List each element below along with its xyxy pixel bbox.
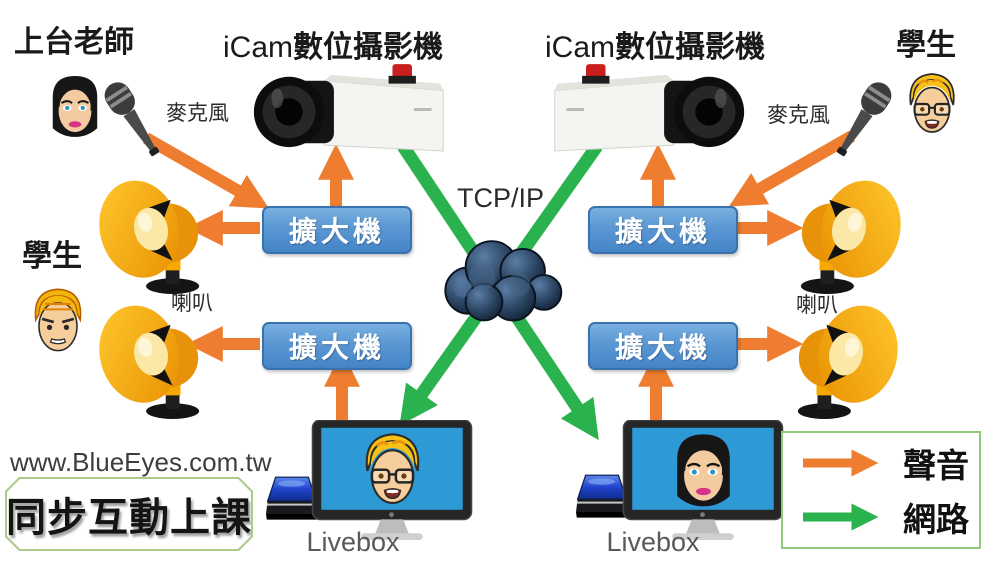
speaker-left-bottom-icon <box>98 303 206 421</box>
livebox-monitor-left-icon <box>306 420 478 542</box>
mic-label-left: 麥克風 <box>166 102 229 125</box>
livebox-label-left: Livebox <box>306 527 400 557</box>
camera-title-left: iCam數位攝影機 <box>223 22 443 66</box>
amplifier-right-bottom: 擴大機 <box>588 322 738 370</box>
audio-arrow-mic-to-amp-left <box>143 132 270 209</box>
legend-sound-label: 聲音 <box>903 447 969 484</box>
livebox-monitor-right-icon <box>617 420 789 542</box>
teacher-avatar <box>46 72 104 140</box>
teacher-title: 上台老師 <box>14 26 134 59</box>
amplifier-left-bottom: 擴大機 <box>262 322 412 370</box>
livebox-label-right: Livebox <box>606 527 700 557</box>
legend-network-arrow-icon <box>803 503 879 531</box>
speaker-right-bottom-icon <box>791 303 899 421</box>
speaker-left-top-icon <box>98 178 206 296</box>
legend-sound-row: 聲音 <box>797 439 979 487</box>
slogan-box: 同步互動上課 <box>5 477 253 551</box>
legend-network-row: 網路 <box>797 493 979 541</box>
legend-box: 聲音 網路 <box>781 431 981 549</box>
icam-camera-right-icon <box>545 60 750 160</box>
speaker-label-left: 喇叭 <box>171 292 213 315</box>
student-title-left: 學生 <box>22 240 82 273</box>
amplifier-label: 擴大機 <box>614 216 711 247</box>
tcpip-label: TCP/IP <box>457 183 545 213</box>
camera-title-left-suffix: 數位攝影機 <box>293 31 444 64</box>
camera-title-right: iCam數位攝影機 <box>545 22 765 66</box>
cloud-icon <box>426 220 571 332</box>
camera-title-left-prefix: iCam <box>223 31 294 64</box>
legend-sound-arrow-icon <box>803 449 879 477</box>
audio-arrow-mic-to-amp-right <box>728 130 855 207</box>
camera-title-right-prefix: iCam <box>545 31 616 64</box>
amplifier-label: 擴大機 <box>614 332 711 363</box>
icam-camera-left-icon <box>248 60 453 160</box>
student-right-avatar <box>903 70 961 138</box>
legend-network-label: 網路 <box>903 501 969 538</box>
slogan-text: 同步互動上課 <box>6 495 252 540</box>
speaker-label-right: 喇叭 <box>796 294 838 317</box>
camera-title-right-suffix: 數位攝影機 <box>615 31 766 64</box>
mic-label-right: 麥克風 <box>767 104 830 127</box>
amplifier-label: 擴大機 <box>288 332 385 363</box>
amplifier-left-top: 擴大機 <box>262 206 412 254</box>
amplifier-right-top: 擴大機 <box>588 206 738 254</box>
student-title-right: 學生 <box>896 29 956 62</box>
amplifier-label: 擴大機 <box>288 216 385 247</box>
speaker-right-top-icon <box>794 178 902 296</box>
website-url: www.BlueEyes.com.tw <box>10 447 272 477</box>
student-left-avatar <box>24 284 92 358</box>
